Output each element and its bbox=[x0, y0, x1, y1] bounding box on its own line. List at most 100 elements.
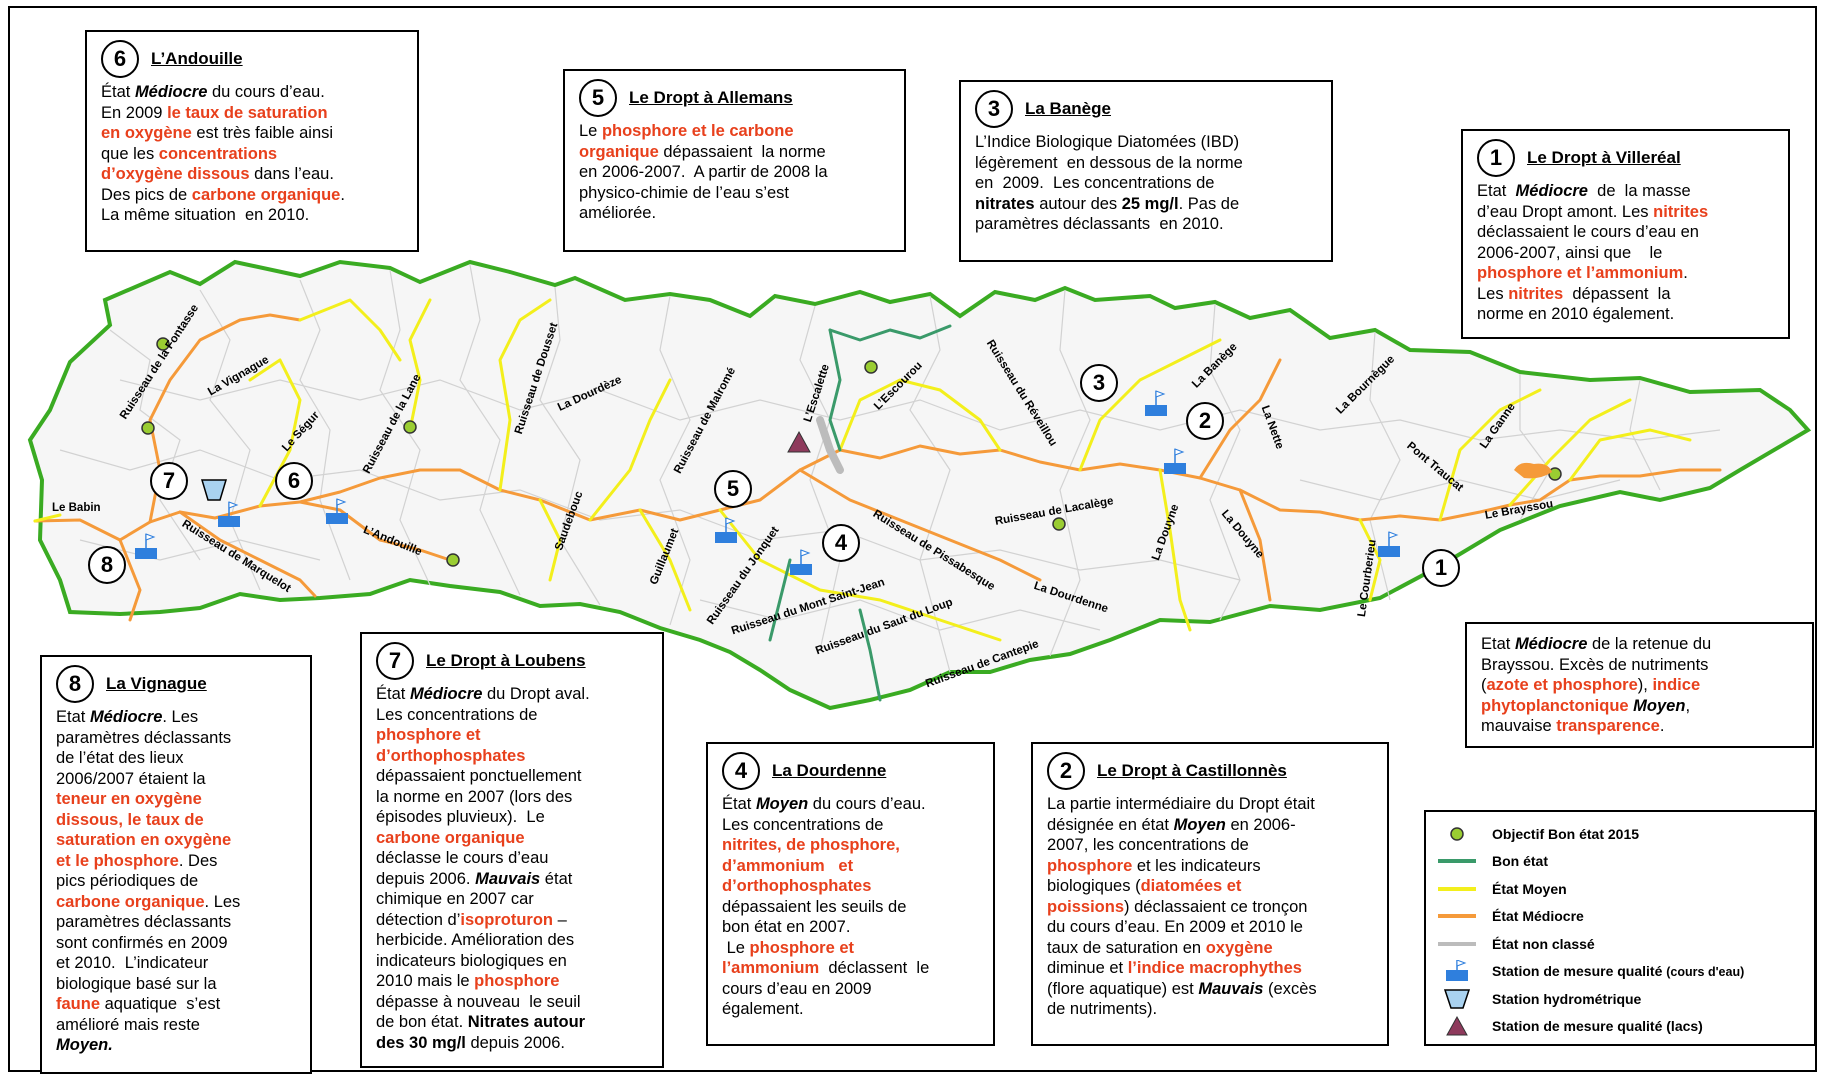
box-text-line: 2007, les concentrations de bbox=[1047, 835, 1375, 856]
river-bon bbox=[858, 608, 882, 702]
text-segment: Moyen bbox=[1633, 696, 1686, 715]
text-segment: . bbox=[1683, 264, 1688, 282]
river-mediocre bbox=[798, 468, 1042, 582]
text-segment: 2006-2007, ainsi que le bbox=[1477, 243, 1663, 262]
text-segment: que les bbox=[101, 144, 159, 163]
river-bon bbox=[768, 558, 792, 642]
box-text-line: (azote et phosphore), indice bbox=[1481, 675, 1800, 696]
lake-station-icon bbox=[787, 430, 811, 453]
text-segment: indicateurs biologiques en bbox=[376, 951, 567, 970]
river-mediocre bbox=[298, 500, 452, 562]
box-text-line: Les concentrations de bbox=[376, 705, 650, 726]
box-text-line: depuis 2006. Mauvais état bbox=[376, 869, 650, 890]
box-text-line: 2006-2007, ainsi que le bbox=[1477, 243, 1776, 264]
text-segment: des 30 mg/l bbox=[376, 1033, 466, 1052]
river-moyen bbox=[498, 298, 552, 492]
box-text-line: d’ammonium et bbox=[722, 856, 981, 877]
text-segment: Les concentrations de bbox=[722, 815, 884, 834]
box-text-line: En 2009 le taux de saturation bbox=[101, 103, 405, 124]
box-text-line: d’eau Dropt amont. Les nitrites bbox=[1477, 202, 1776, 223]
text-segment: chimique en 2007 car bbox=[376, 890, 534, 908]
line-moyen-icon bbox=[1438, 886, 1476, 891]
river-moyen bbox=[1438, 388, 1542, 522]
box-title: Le Dropt à Castillonnès bbox=[1097, 760, 1287, 780]
box-text-line: bon état en 2007. bbox=[722, 917, 981, 938]
box-text-line: Le phosphore et le carbone bbox=[579, 121, 892, 142]
text-segment: . Pas de bbox=[1178, 194, 1240, 213]
map-number-3: 3 bbox=[1080, 364, 1118, 402]
text-segment: et le phosphore bbox=[56, 851, 179, 870]
text-segment: herbicide. Amélioration des bbox=[376, 931, 575, 949]
text-segment: phytoplanctonique bbox=[1481, 696, 1629, 715]
text-segment: de l’état des lieux bbox=[56, 749, 184, 767]
text-segment: phosphore et l’ammonium bbox=[1477, 264, 1684, 282]
text-segment: 2010 mais le bbox=[376, 972, 475, 990]
text-segment: . Les bbox=[204, 892, 241, 911]
legend-label: Station hydrométrique bbox=[1492, 990, 1642, 1007]
line-mediocre-icon bbox=[1438, 914, 1476, 919]
box-text-line: mauvaise transparence. bbox=[1481, 716, 1800, 737]
hydro-station-icon bbox=[1444, 989, 1470, 1009]
text-segment: biologique basé sur la bbox=[56, 974, 217, 993]
box-text-line: teneur en oxygène bbox=[56, 789, 298, 810]
text-segment: dépassaient les seuils de bbox=[722, 897, 907, 916]
text-segment: , bbox=[1685, 696, 1691, 715]
text-segment: Moyen bbox=[755, 795, 809, 813]
box-text-line: d’oxygène dissous dans l’eau. bbox=[101, 164, 405, 185]
box-text-line: de nutriments). bbox=[1047, 999, 1375, 1020]
text-segment: diatomées et bbox=[1140, 877, 1242, 895]
text-segment: de la retenue du bbox=[1587, 635, 1712, 653]
text-segment: améliorée. bbox=[579, 204, 657, 222]
text-segment: isoproturon bbox=[460, 910, 553, 929]
river-moyen bbox=[408, 298, 432, 432]
text-segment: (excès bbox=[1263, 979, 1317, 998]
box-text-line: en oxygène est très faible ainsi bbox=[101, 123, 405, 144]
text-segment: saturation en oxygène bbox=[56, 831, 232, 849]
box-text-line: sont confirmés en 2009 bbox=[56, 933, 298, 954]
box-text-line: également. bbox=[722, 999, 981, 1020]
river-mediocre bbox=[1198, 358, 1282, 480]
box-text-line: de l’état des lieux bbox=[56, 748, 298, 769]
box-text-line: améliorée. bbox=[579, 203, 892, 224]
text-segment: du Dropt aval. bbox=[482, 685, 590, 703]
box-text-line: biologique basé sur la bbox=[56, 974, 298, 995]
box-title: Le Dropt à Villeréal bbox=[1527, 147, 1681, 167]
river-moyen bbox=[838, 378, 1002, 452]
box-text-line: (flore aquatique) est Mauvais (excès bbox=[1047, 979, 1375, 1000]
box-text-line: et 2010. L’indicateur bbox=[56, 953, 298, 974]
text-segment: . bbox=[1659, 717, 1665, 735]
sub-basin-lines bbox=[59, 264, 1721, 673]
text-segment: autour des bbox=[1034, 194, 1122, 213]
map-number-1: 1 bbox=[1422, 549, 1460, 587]
text-segment: sont confirmés en 2009 bbox=[56, 933, 228, 952]
text-segment: diminue et bbox=[1047, 959, 1128, 977]
text-segment: ) déclassaient ce tronçon bbox=[1124, 897, 1308, 916]
river-mediocre bbox=[148, 313, 302, 524]
box-text-line: d’orthophosphates bbox=[376, 746, 650, 767]
text-segment: de bon état. bbox=[376, 1013, 468, 1031]
box-title: La Vignague bbox=[106, 673, 207, 693]
river-moyen bbox=[33, 513, 62, 523]
legend-item: Station de mesure qualité (cours d'eau) bbox=[1438, 958, 1814, 986]
box-title: Le Dropt à Allemans bbox=[629, 87, 793, 107]
text-segment: État bbox=[376, 685, 410, 703]
text-segment: en 2006- bbox=[1225, 815, 1296, 834]
map-number-7: 7 bbox=[150, 462, 188, 500]
river-non-classe bbox=[816, 416, 844, 474]
box-text-line: indicateurs biologiques en bbox=[376, 951, 650, 972]
text-segment: Moyen bbox=[1173, 815, 1226, 834]
box-text-line: déclassaient le cours d’eau en bbox=[1477, 222, 1776, 243]
text-segment: nitrites bbox=[1653, 202, 1709, 221]
station-flag-icon bbox=[1446, 960, 1468, 982]
text-segment: l’ammonium bbox=[722, 959, 820, 977]
text-segment: phosphore bbox=[1047, 856, 1133, 875]
text-segment: Etat bbox=[56, 708, 90, 726]
text-segment: Des pics de bbox=[101, 185, 192, 204]
box-text-line: État Moyen du cours d’eau. bbox=[722, 794, 981, 815]
text-segment: – bbox=[552, 910, 567, 929]
river-moyen bbox=[1078, 338, 1222, 472]
box-text-line: nitrites, de phosphore, bbox=[722, 835, 981, 856]
